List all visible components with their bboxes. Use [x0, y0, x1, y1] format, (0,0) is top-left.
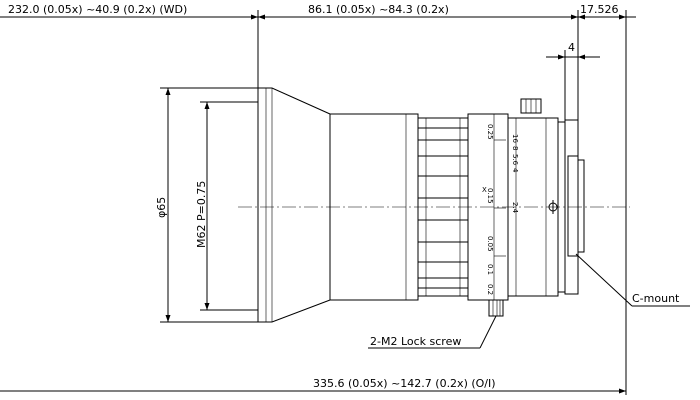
aperture-scale-label: 8: [511, 146, 519, 150]
arrow-flange-start: [578, 14, 585, 20]
flange-dimension-label: 17.526: [580, 3, 619, 16]
arrow-flange-end: [619, 14, 626, 20]
arrow-len-start: [258, 14, 265, 20]
focus-scale-label: 0.25: [486, 124, 494, 140]
lock-screw-callout: 2-M2 Lock screw: [370, 335, 461, 348]
aperture-scale-label: 5.6: [511, 154, 519, 166]
aperture-scale-label: 2.4: [511, 202, 519, 214]
mount-leader: [575, 253, 633, 307]
lock-screw-leader: [479, 315, 497, 349]
focus-scale-label: 0.15: [486, 188, 494, 204]
arrow-small-b: [578, 54, 585, 60]
focus-scale-label: 0.1: [486, 264, 494, 275]
arrow-len-end: [571, 14, 578, 20]
arrow-dia-top: [165, 88, 171, 95]
arrow-small-a: [558, 54, 565, 60]
arrow-thread-bottom: [204, 303, 210, 310]
focus-scale-label: 0.05: [486, 236, 494, 252]
arrow-wd-end: [251, 14, 258, 20]
aperture-scale-label: 16: [511, 134, 519, 143]
arrow-dia-bottom: [165, 315, 171, 322]
aperture-scale: 16 8 5.6 4 2.4: [511, 134, 519, 214]
thread-label: M62 P=0.75: [195, 181, 208, 248]
arrow-thread-top: [204, 102, 210, 109]
c-mount-flange: [577, 159, 585, 253]
length-dimension-label: 86.1 (0.05x) ~84.3 (0.2x): [308, 3, 449, 16]
lens-hood: [257, 87, 331, 323]
oi-dimension-label: 335.6 (0.05x) ~142.7 (0.2x) (O/I): [313, 377, 496, 390]
scale-mark: X: [482, 186, 487, 194]
wd-dimension-label: 232.0 (0.05x) ~40.9 (0.2x) (WD): [8, 3, 187, 16]
c-mount-thread: [567, 155, 579, 257]
diameter-label: φ65: [155, 197, 168, 218]
aperture-scale-label: 4: [511, 168, 519, 173]
small-dimension-label: 4: [568, 41, 575, 54]
mount-callout: C-mount: [632, 292, 680, 305]
focus-scale-label: 0.2: [486, 284, 494, 295]
arrow-oi-end: [619, 388, 626, 394]
lock-screw-bottom: [488, 299, 504, 317]
focus-distance-scale: 0.25 0.15 0.05 0.1 0.2 X: [482, 124, 494, 295]
